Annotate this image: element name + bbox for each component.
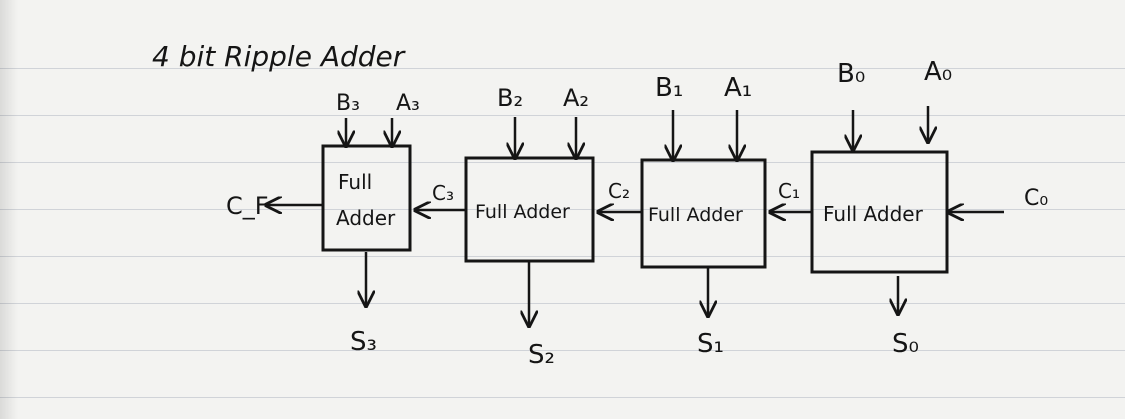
- full-adder-block-1: [640, 158, 767, 269]
- input-a0-label: A₀: [924, 57, 952, 87]
- input-a3-label: A₃: [396, 91, 420, 116]
- page-edge-shadow: [0, 0, 18, 419]
- sum-s0-label: S₀: [892, 329, 919, 359]
- input-b2-label: B₂: [497, 84, 523, 112]
- carry-final-label: C_F: [226, 192, 269, 220]
- carry-c0-label: C₀: [1024, 186, 1048, 211]
- input-a1-label: A₁: [724, 73, 752, 103]
- sum-s3-label: S₃: [350, 327, 377, 357]
- sum-s1-label: S₁: [697, 329, 724, 359]
- full-adder-stage-2: Full Adder B₂ A₂ S₂ C₃: [415, 84, 595, 370]
- input-b1-label: B₁: [655, 73, 683, 103]
- full-adder-stage-1: Full Adder B₁ A₁ S₁ C₂: [598, 73, 767, 359]
- block-label-3-line1: Full: [338, 170, 372, 194]
- block-label-1: Full Adder: [648, 204, 743, 226]
- input-b0-label: B₀: [837, 59, 865, 89]
- sum-s2-label: S₂: [528, 340, 555, 370]
- carry-c3-label: C₃: [432, 181, 454, 205]
- full-adder-stage-3: Full Adder B₃ A₃ S₃ C_F: [226, 91, 420, 357]
- full-adder-block-3: [321, 144, 412, 252]
- input-a2-label: A₂: [563, 84, 589, 112]
- block-label-3-line2: Adder: [336, 206, 396, 230]
- diagram-title: 4 bit Ripple Adder: [152, 40, 406, 73]
- full-adder-stage-0: Full Adder B₀ A₀ S₀ C₁ C₀: [770, 57, 1048, 359]
- block-label-0: Full Adder: [823, 202, 924, 226]
- block-label-2: Full Adder: [475, 201, 570, 223]
- carry-c2-label: C₂: [608, 179, 630, 203]
- input-b3-label: B₃: [336, 91, 360, 116]
- carry-c1-label: C₁: [778, 179, 800, 203]
